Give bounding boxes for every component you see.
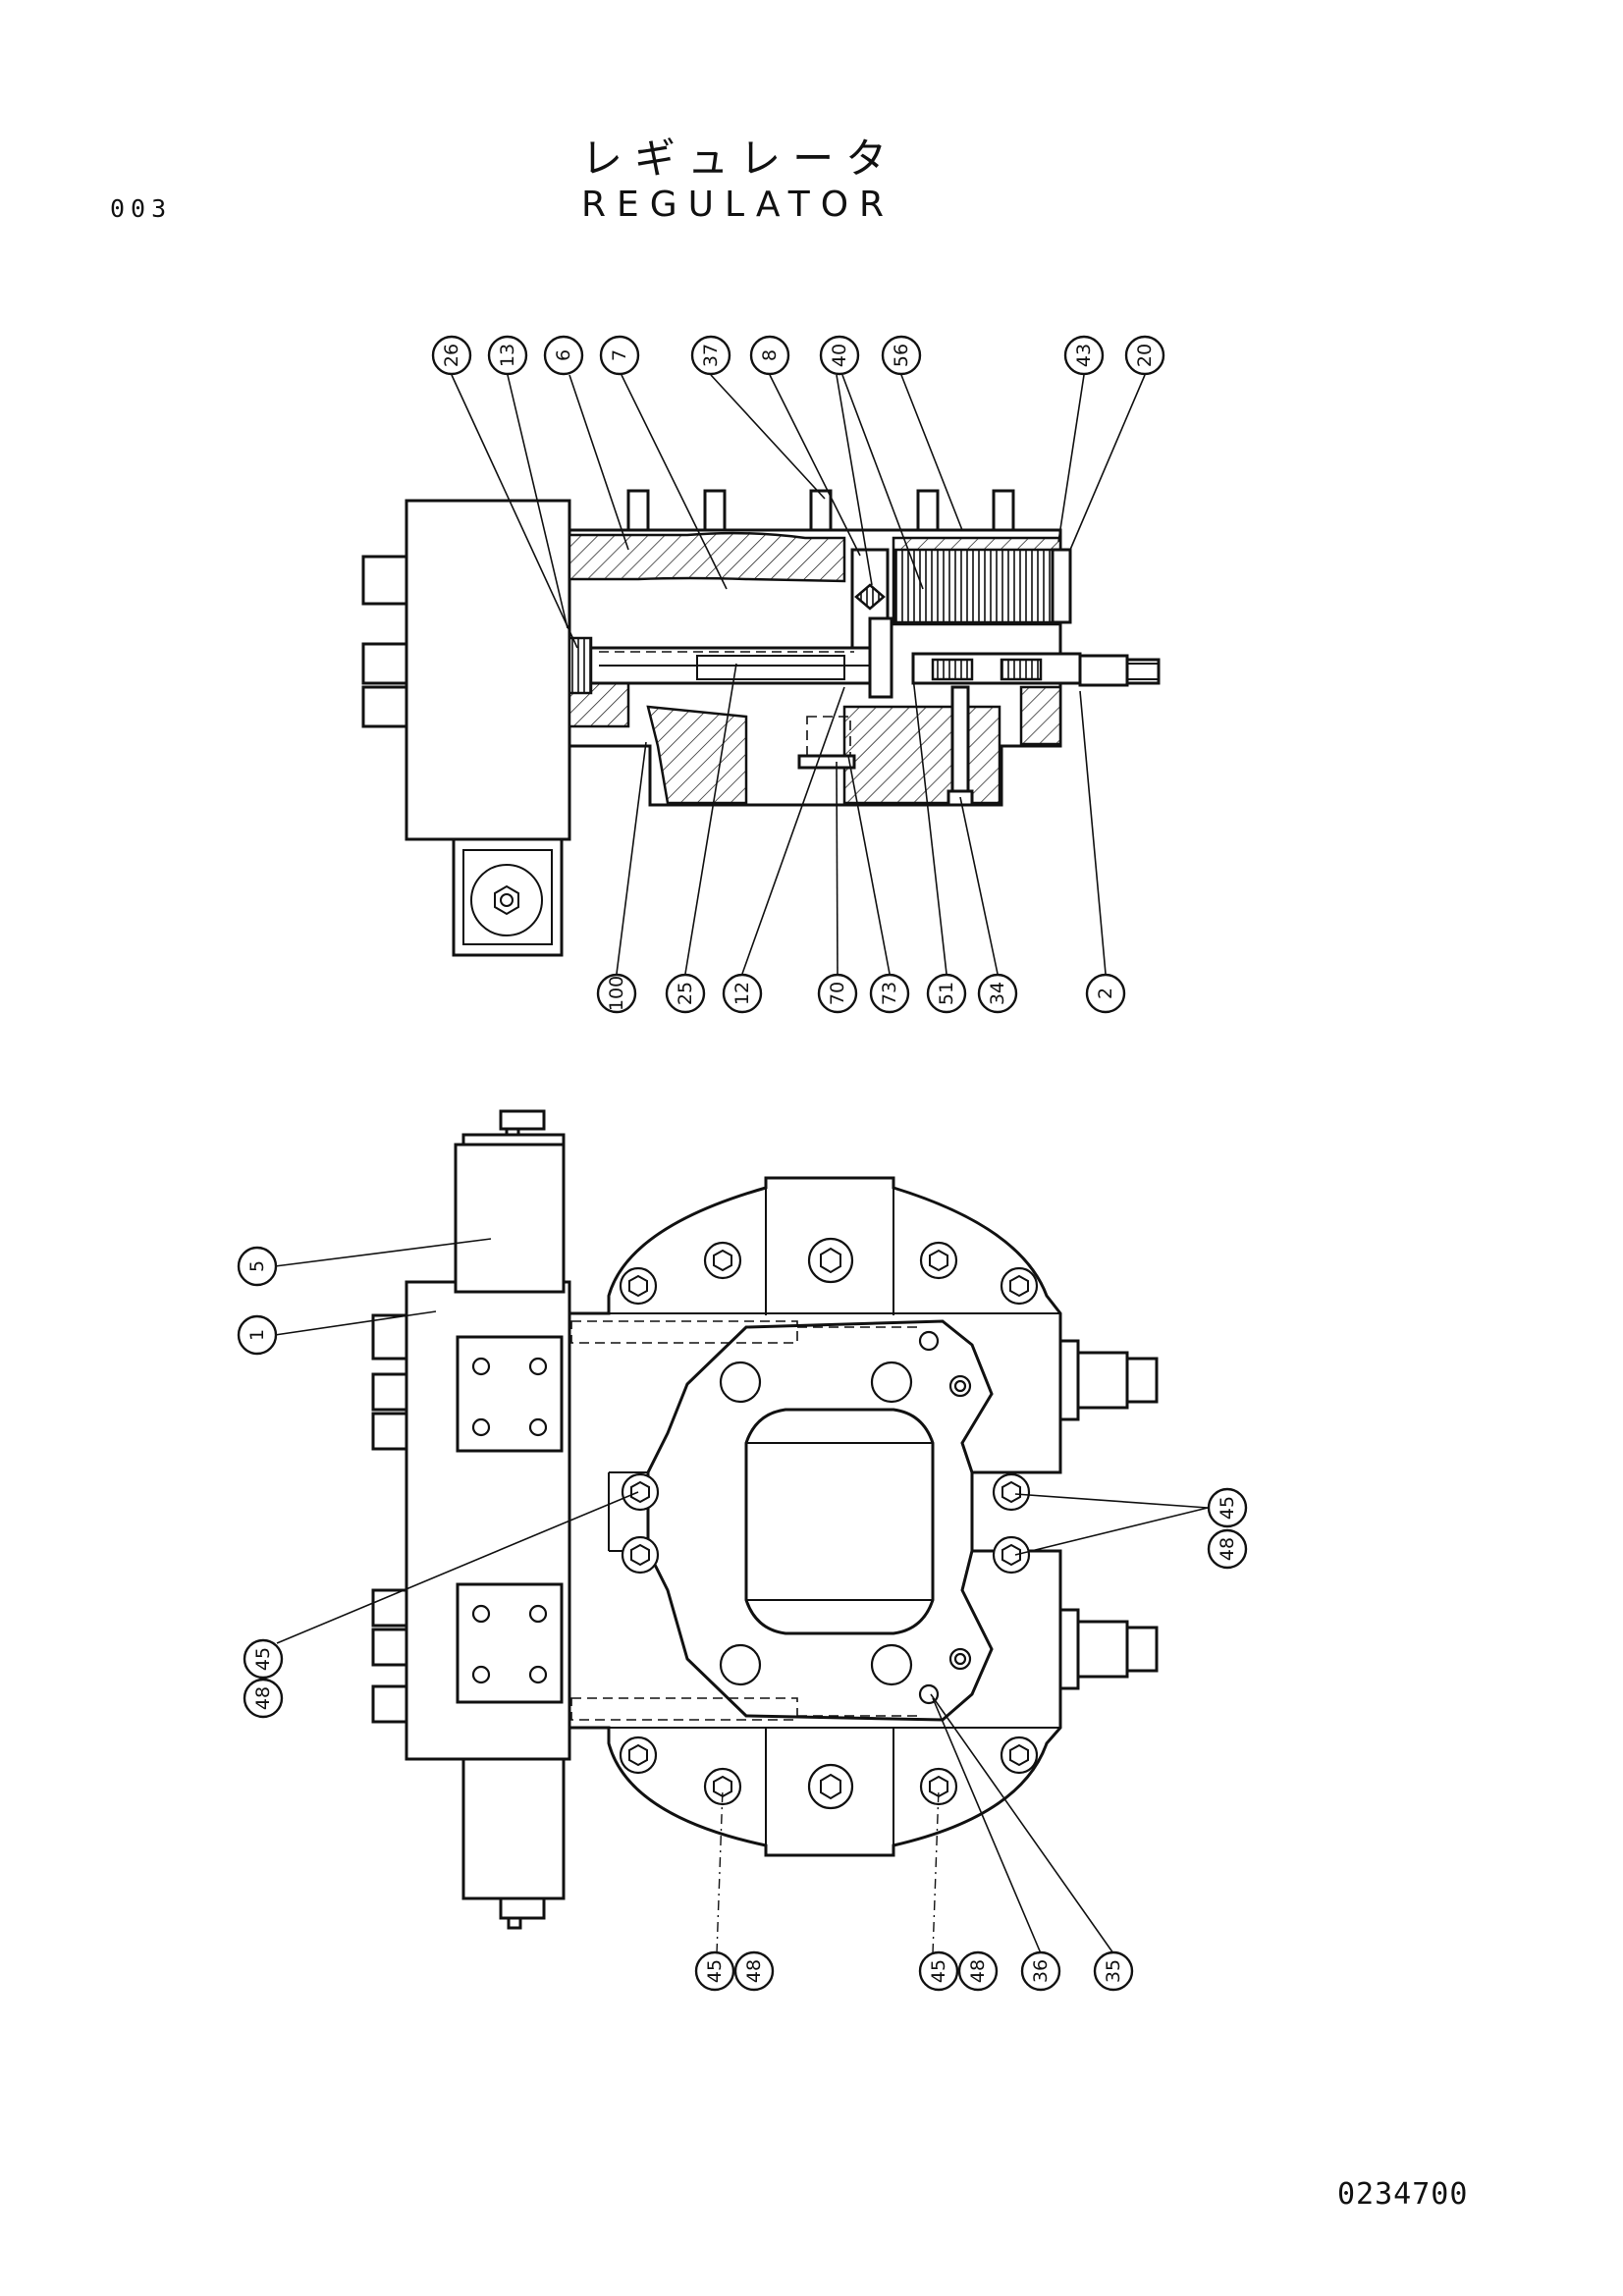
callout-13: 13: [497, 344, 518, 367]
callout-100: 100: [606, 976, 627, 1011]
section-leaders-bottom: [616, 663, 1107, 975]
connector-mid: [361, 642, 408, 685]
connector-top: [361, 555, 408, 606]
callout-48-left: 48: [252, 1686, 274, 1710]
callout-36: 36: [1030, 1959, 1052, 1983]
page-number: 003: [110, 194, 173, 223]
spring-stack: [893, 548, 1055, 624]
callout-45-bottom-b: 45: [928, 1959, 949, 1983]
callout-73: 73: [879, 982, 900, 1005]
sub-block: [452, 837, 564, 957]
plan-view: [371, 1109, 1159, 1930]
callout-37: 37: [700, 344, 722, 367]
bolt-plate-lower: [456, 1582, 564, 1704]
callout-6: 6: [553, 349, 574, 361]
callout-45-bottom-a: 45: [704, 1959, 726, 1983]
callout-51: 51: [936, 982, 957, 1005]
callout-2: 2: [1095, 988, 1116, 999]
callout-45-left: 45: [252, 1647, 274, 1671]
callout-8: 8: [759, 349, 781, 361]
drawing-number: 0234700: [1337, 2177, 1469, 2212]
callout-12: 12: [731, 982, 753, 1005]
callout-26: 26: [441, 344, 462, 367]
callout-48-bottom-a: 48: [743, 1959, 765, 1983]
callout-35: 35: [1103, 1959, 1124, 1983]
plan-leaders: [274, 1238, 1209, 1954]
callout-70: 70: [827, 982, 848, 1005]
bolt-plate-upper: [456, 1335, 564, 1453]
section-leaders-top: [451, 374, 1146, 649]
callout-48-right: 48: [1217, 1537, 1238, 1561]
callout-40: 40: [829, 344, 850, 367]
plan-callouts: 5 1 45 48 45 48 45 48 45 48 36 35: [237, 1246, 1248, 1992]
callout-43: 43: [1073, 344, 1095, 367]
callout-45-right: 45: [1217, 1496, 1238, 1520]
title-english: REGULATOR: [581, 185, 895, 225]
callout-5: 5: [246, 1260, 268, 1272]
section-callouts-top: 26 13 6 7 37 8 40 56 43 20: [431, 335, 1165, 376]
callout-20: 20: [1134, 344, 1156, 367]
section-callouts-bottom: 100 25 12 70 73 51 34 2: [596, 973, 1126, 1014]
callout-7: 7: [609, 349, 630, 361]
callout-1: 1: [246, 1329, 268, 1341]
title-japanese: レギュレータ: [581, 134, 899, 183]
callout-48-bottom-b: 48: [967, 1959, 989, 1983]
callout-25: 25: [675, 982, 696, 1005]
callout-34: 34: [987, 982, 1008, 1005]
solenoid-block: [405, 499, 571, 841]
section-view: [361, 489, 1161, 957]
connector-low: [361, 685, 408, 728]
housing-bolts: [619, 1237, 1039, 1810]
callout-56: 56: [891, 344, 912, 367]
